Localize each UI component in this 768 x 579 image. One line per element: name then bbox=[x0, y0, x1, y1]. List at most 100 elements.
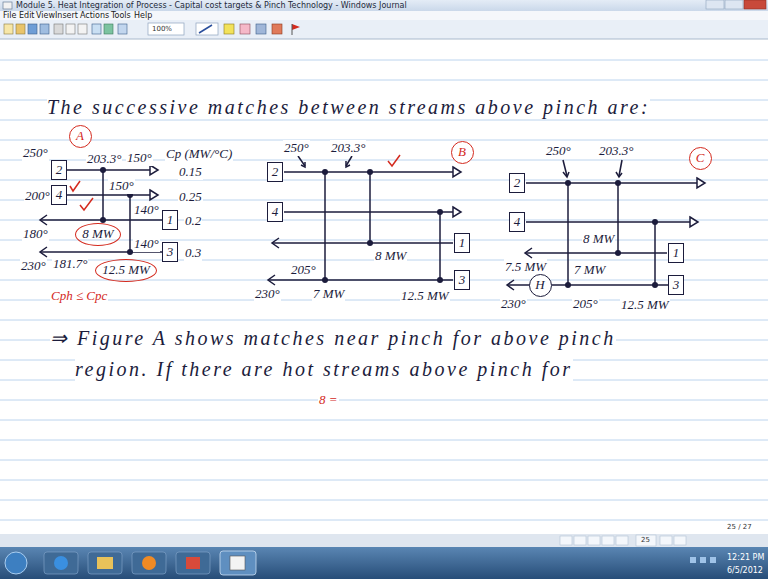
stream-lines bbox=[690, 217, 698, 227]
ruled-lines bbox=[0, 420, 768, 421]
stream-box: 1 bbox=[454, 233, 470, 253]
node-text: 4 bbox=[514, 215, 521, 229]
connectors bbox=[552, 285, 669, 286]
status-cells bbox=[588, 536, 600, 545]
figure-tag: B bbox=[451, 141, 474, 164]
toolbar-icons bbox=[54, 24, 63, 34]
stream-box: 2 bbox=[51, 160, 67, 180]
stream-lines bbox=[654, 222, 656, 285]
stream-box: 3 bbox=[668, 275, 684, 295]
ruled-lines bbox=[0, 200, 768, 201]
node-text: A bbox=[76, 129, 84, 143]
stream-lines bbox=[301, 162, 305, 167]
ruled-lines bbox=[0, 120, 768, 121]
note-text: region. If there are hot streams above p… bbox=[75, 358, 573, 381]
title-bar bbox=[0, 0, 768, 11]
stream-lines bbox=[67, 169, 150, 171]
stream-box: 2 bbox=[267, 162, 283, 182]
taskbar-icons bbox=[5, 551, 716, 575]
toolbar-icons bbox=[196, 23, 218, 35]
duty-label: 7.5 MW bbox=[504, 259, 547, 275]
figure-tag: A bbox=[69, 125, 92, 148]
toolbar-icons bbox=[118, 24, 127, 34]
stream-lines bbox=[284, 211, 453, 213]
toolbar-icons bbox=[272, 24, 282, 34]
stream-lines bbox=[617, 183, 619, 253]
taskbar-icons bbox=[88, 552, 122, 574]
note-text: 8 = bbox=[318, 392, 339, 408]
node-text: 2 bbox=[514, 176, 521, 190]
duty-label: 7 MW bbox=[312, 286, 345, 302]
toolbar-icons bbox=[4, 24, 13, 34]
toolbar-icons bbox=[240, 24, 250, 34]
stream-lines bbox=[507, 280, 514, 290]
taskbar-icons bbox=[700, 557, 706, 563]
node-text: 12.5 MW bbox=[102, 263, 150, 277]
ruled-lines bbox=[0, 440, 768, 441]
stream-lines bbox=[102, 170, 104, 220]
ruled-lines bbox=[0, 60, 768, 520]
ruled-lines bbox=[0, 460, 768, 461]
temperature: 203.3° bbox=[598, 143, 634, 159]
taskbar-icons bbox=[54, 556, 68, 570]
toolbar-icons bbox=[292, 24, 300, 30]
node-text: 8 MW bbox=[82, 227, 113, 241]
match-dots bbox=[615, 180, 621, 186]
stream-lines bbox=[129, 195, 131, 252]
ruled-lines bbox=[0, 60, 768, 61]
match-dots bbox=[615, 250, 621, 256]
node-text: 3 bbox=[167, 245, 174, 259]
toolbar-icons bbox=[78, 24, 87, 34]
stream-lines bbox=[272, 238, 279, 248]
window-buttons bbox=[706, 0, 766, 9]
menu-item: File bbox=[3, 11, 16, 20]
ruled-lines bbox=[0, 140, 768, 141]
cp-value: 0.15 bbox=[178, 164, 203, 180]
stream-lines bbox=[268, 279, 453, 281]
taskbar-icons bbox=[690, 557, 696, 563]
duty-label: 8 MW bbox=[374, 248, 407, 264]
toolbar-icons bbox=[40, 24, 49, 34]
temperature: 181.7° bbox=[52, 256, 88, 272]
taskbar-icons bbox=[176, 552, 210, 574]
status-cells bbox=[560, 535, 686, 546]
match-dots bbox=[565, 180, 658, 288]
status-cells bbox=[616, 536, 628, 545]
status-cells bbox=[674, 536, 686, 545]
stream-connector bbox=[552, 284, 669, 286]
taskbar-icons bbox=[142, 556, 156, 570]
taskbar bbox=[0, 547, 768, 579]
stream-lines bbox=[346, 156, 352, 166]
stream-box: 1 bbox=[668, 243, 684, 263]
ruled-lines bbox=[0, 80, 768, 81]
heater-circle: H bbox=[529, 274, 552, 297]
window-buttons bbox=[725, 0, 743, 9]
stream-box: 4 bbox=[51, 185, 67, 205]
stream-lines bbox=[298, 156, 305, 166]
ruled-lines bbox=[0, 240, 768, 241]
stream-box: 4 bbox=[267, 202, 283, 222]
cp-value: 0.25 bbox=[178, 189, 203, 205]
taskbar-icons bbox=[5, 552, 27, 574]
match-dots bbox=[652, 219, 658, 225]
page-indicator: 25 bbox=[641, 536, 650, 544]
menu-item: Tools bbox=[111, 11, 131, 20]
temperature: 203.3° bbox=[86, 151, 122, 167]
menu-item: Actions bbox=[80, 11, 109, 20]
taskbar-icons bbox=[97, 557, 113, 569]
stream-lines bbox=[525, 248, 532, 258]
match-dots bbox=[437, 277, 443, 283]
stream-lines bbox=[453, 167, 461, 177]
taskbar-icons bbox=[44, 552, 78, 574]
status-cells bbox=[602, 536, 614, 545]
cp-value: 0.2 bbox=[184, 213, 202, 229]
node-text: H bbox=[535, 278, 544, 292]
stream-lines bbox=[40, 247, 47, 257]
duty-label: 8 MW bbox=[582, 231, 615, 247]
toolbar-icons bbox=[148, 23, 184, 35]
stream-lines bbox=[526, 182, 697, 184]
stream-box: 4 bbox=[509, 212, 525, 232]
taskbar-icons bbox=[710, 557, 716, 563]
